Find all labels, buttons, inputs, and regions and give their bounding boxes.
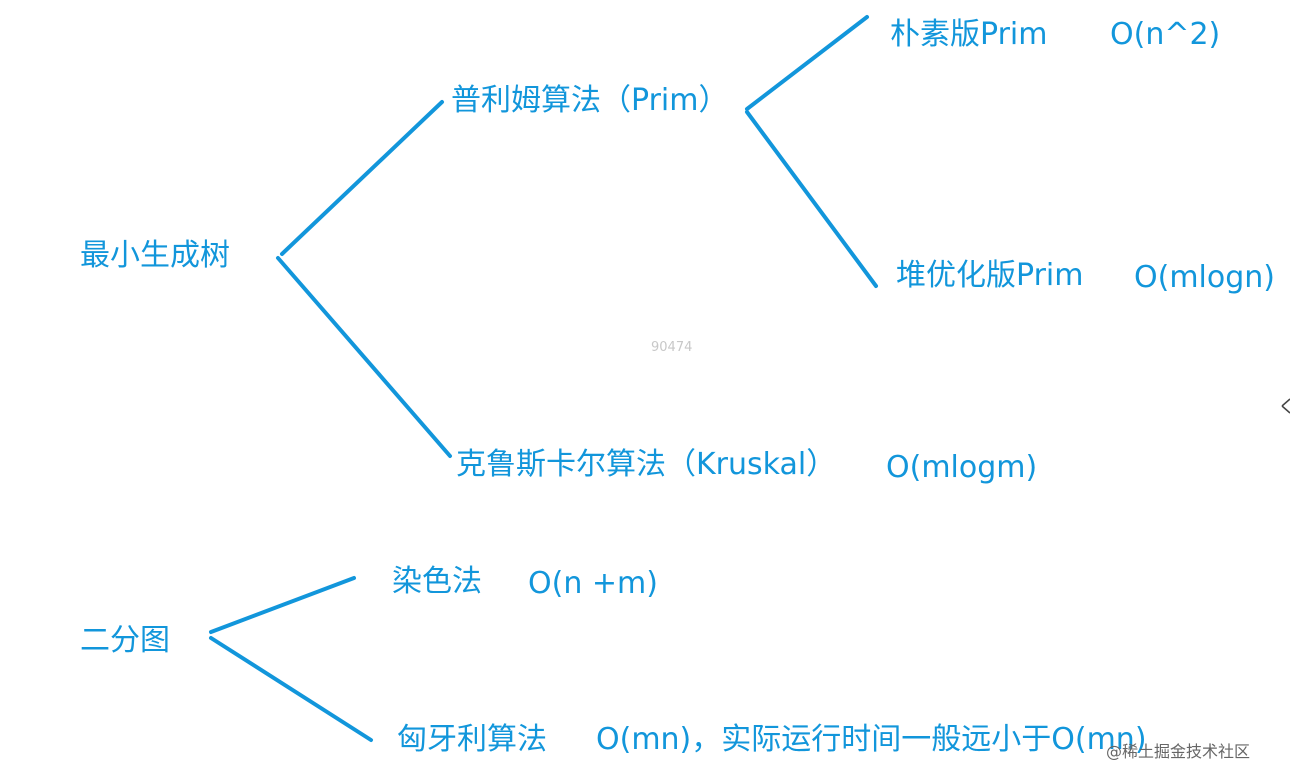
edge-prim-to-heap [745, 110, 878, 288]
edge-bipartite-to-coloring [209, 576, 356, 634]
edge-prim-to-naive [745, 15, 869, 111]
edge-mst-to-kruskal [276, 256, 452, 458]
node-prim-heap-complexity: O(mlogn) [1134, 260, 1275, 295]
node-bipartite: 二分图 [80, 623, 170, 658]
watermark-credit: @稀土掘金技术社区 [1106, 742, 1251, 761]
node-prim: 普利姆算法（Prim） [451, 83, 729, 118]
edge-bipartite-to-hungarian [209, 636, 373, 742]
node-coloring: 染色法 [392, 564, 482, 599]
node-prim-naive: 朴素版Prim [890, 17, 1048, 52]
watermark-number: 90474 [651, 340, 693, 355]
node-mst: 最小生成树 [80, 238, 230, 273]
node-kruskal: 克鲁斯卡尔算法（Kruskal） [456, 447, 837, 482]
edge-mst-to-prim [280, 100, 444, 256]
node-hungarian-complexity: O(mn)，实际运行时间一般远小于O(mn) [596, 722, 1147, 757]
node-prim-naive-complexity: O(n^2) [1110, 17, 1221, 52]
node-hungarian: 匈牙利算法 [397, 722, 547, 757]
cursor-icon [1281, 398, 1290, 414]
node-coloring-complexity: O(n +m) [528, 566, 658, 601]
node-prim-heap: 堆优化版Prim [896, 258, 1084, 293]
node-kruskal-complexity: O(mlogm) [886, 450, 1038, 485]
